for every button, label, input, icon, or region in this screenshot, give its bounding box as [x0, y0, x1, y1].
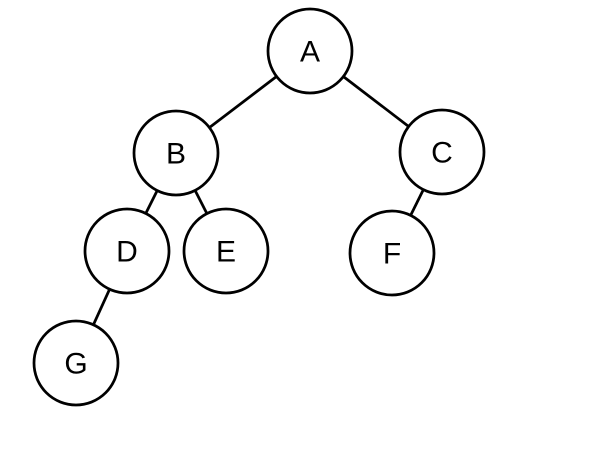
tree-node-F: F	[348, 209, 436, 297]
node-circle-D	[83, 207, 171, 295]
node-label-A: A	[300, 36, 320, 69]
node-circle-A	[266, 7, 354, 95]
tree-node-A: A	[266, 7, 354, 95]
node-label-C: C	[431, 137, 453, 170]
node-label-G: G	[64, 348, 87, 381]
node-label-D: D	[116, 236, 138, 269]
tree-node-C: C	[398, 108, 486, 196]
node-circle-C	[398, 108, 486, 196]
node-circle-B	[132, 109, 220, 197]
tree-node-D: D	[83, 207, 171, 295]
tree-node-G: G	[32, 319, 120, 407]
node-circle-E	[182, 207, 270, 295]
node-label-B: B	[166, 138, 186, 171]
node-circle-G	[32, 319, 120, 407]
tree-node-B: B	[132, 109, 220, 197]
tree-node-E: E	[182, 207, 270, 295]
node-label-F: F	[383, 238, 401, 271]
node-label-E: E	[216, 236, 236, 269]
node-circle-F	[348, 209, 436, 297]
